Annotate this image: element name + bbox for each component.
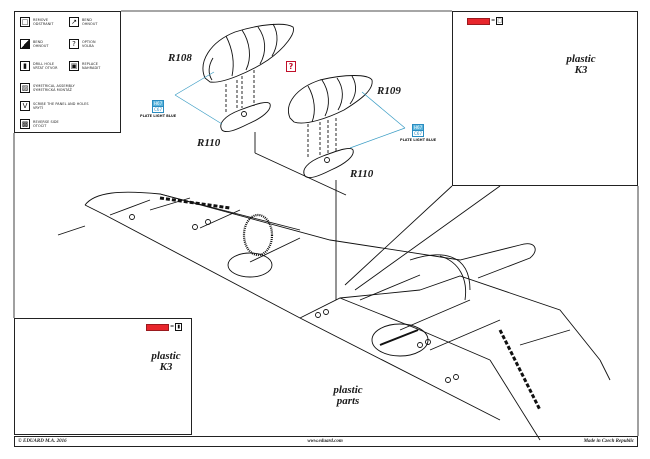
website-link[interactable]: www.eduard.com bbox=[307, 439, 343, 444]
red-color-swatch bbox=[467, 17, 490, 25]
remove-icon: □ bbox=[20, 17, 30, 27]
symmetrical-assembly-icon: ▨ bbox=[20, 83, 30, 93]
paint-name: PLATE LIGHT BLUE bbox=[140, 114, 177, 118]
legend-label-cz: OHNOUT bbox=[33, 44, 49, 48]
bend-icon: ↗ bbox=[69, 17, 79, 27]
drill-hole-icon: ▮ bbox=[175, 323, 183, 331]
plastic-k3-label: plastic K3 bbox=[141, 351, 191, 373]
legend-label-cz: NAHRADIT bbox=[82, 66, 101, 70]
part-label-r109: R109 bbox=[377, 85, 401, 97]
paint-code-h: H67 bbox=[152, 100, 165, 107]
inset-bottom-left: = ▮ plastic K3 bbox=[14, 318, 192, 435]
part-label-r108: R108 bbox=[168, 52, 192, 64]
fairing-r109 bbox=[288, 75, 373, 124]
color-key: = □ bbox=[467, 17, 504, 25]
leader-line bbox=[254, 152, 347, 196]
copyright: © EDUARD M.A. 2016 bbox=[18, 439, 67, 444]
paint-code-c: C67 bbox=[152, 107, 165, 113]
leader-line bbox=[354, 185, 501, 291]
k3-label: K3 bbox=[574, 64, 588, 76]
plastic-label: plastic bbox=[566, 53, 596, 65]
option-icon: ? bbox=[286, 61, 296, 72]
part-label-r110-left: R110 bbox=[197, 137, 221, 149]
legend-label-cz: ODSTRANIT bbox=[33, 22, 54, 26]
scribe-icon: V bbox=[20, 101, 30, 111]
plastic-k3-label: plastic K3 bbox=[551, 54, 611, 76]
paint-name: PLATE LIGHT BLUE bbox=[400, 138, 437, 142]
legend-label-cz: OTOČIT bbox=[33, 124, 47, 128]
footer: © EDUARD M.A. 2016 www.eduard.com Made i… bbox=[14, 436, 638, 447]
legend-label-cz: VRTAT OTVOR bbox=[33, 66, 58, 70]
paint-code-h: H67 bbox=[412, 124, 425, 131]
legend-label: REPLACE bbox=[82, 62, 98, 66]
inset-top-right: = □ plastic K3 bbox=[452, 11, 638, 186]
legend-label-cz: SYMETRICKÁ MONTÁŽ bbox=[33, 88, 72, 92]
equals-sign: = bbox=[170, 324, 175, 330]
parts-label: parts bbox=[336, 395, 360, 407]
paint-code-c: C67 bbox=[412, 131, 425, 137]
legend-label: SCRIBE THE PANEL AND HOLES bbox=[33, 102, 89, 106]
plastic-label: plastic bbox=[333, 384, 363, 396]
replace-icon: ▣ bbox=[69, 61, 79, 71]
plastic-parts-label: plastic parts bbox=[318, 385, 378, 407]
leader-line bbox=[344, 185, 453, 286]
legend-label: BEND bbox=[33, 40, 44, 44]
base-r110-right bbox=[303, 147, 354, 179]
fairing-r108 bbox=[202, 23, 294, 83]
paint-leaders bbox=[174, 71, 406, 149]
legend-label: REMOVE bbox=[33, 18, 49, 22]
red-color-swatch bbox=[146, 323, 169, 331]
legend-label-cz: VRYTÍ bbox=[33, 106, 44, 110]
origin-text: Made in Czech Republic bbox=[583, 439, 634, 444]
bend-repeat-icon bbox=[20, 39, 30, 49]
drill-hole-icon: ▮ bbox=[20, 61, 30, 71]
legend-label: REVERSE SIDE bbox=[33, 120, 59, 124]
paint-tag-right: H67 C67 PLATE LIGHT BLUE bbox=[400, 124, 436, 142]
paint-tag-left: H67 C67 PLATE LIGHT BLUE bbox=[140, 100, 176, 118]
plastic-label: plastic bbox=[151, 350, 181, 362]
equals-sign: = bbox=[491, 18, 496, 24]
legend-label-cz: OHNOUT bbox=[82, 22, 98, 26]
legend-label-cz: VOLBA bbox=[82, 44, 94, 48]
legend-label: BEND bbox=[82, 18, 93, 22]
option-icon: ? bbox=[69, 39, 79, 49]
legend-label: DRILL HOLE bbox=[33, 62, 55, 66]
remove-icon: □ bbox=[496, 17, 504, 25]
k3-label: K3 bbox=[159, 361, 173, 373]
aircraft-wing bbox=[57, 191, 611, 441]
part-label-r110-right: R110 bbox=[350, 168, 374, 180]
color-key: = ▮ bbox=[146, 323, 183, 331]
base-r110-left bbox=[220, 101, 271, 133]
reverse-side-icon: ▩ bbox=[20, 119, 30, 129]
legend-label: OPTION bbox=[82, 40, 96, 44]
legend-label: SYMETRICAL ASSEMBLY bbox=[33, 84, 75, 88]
